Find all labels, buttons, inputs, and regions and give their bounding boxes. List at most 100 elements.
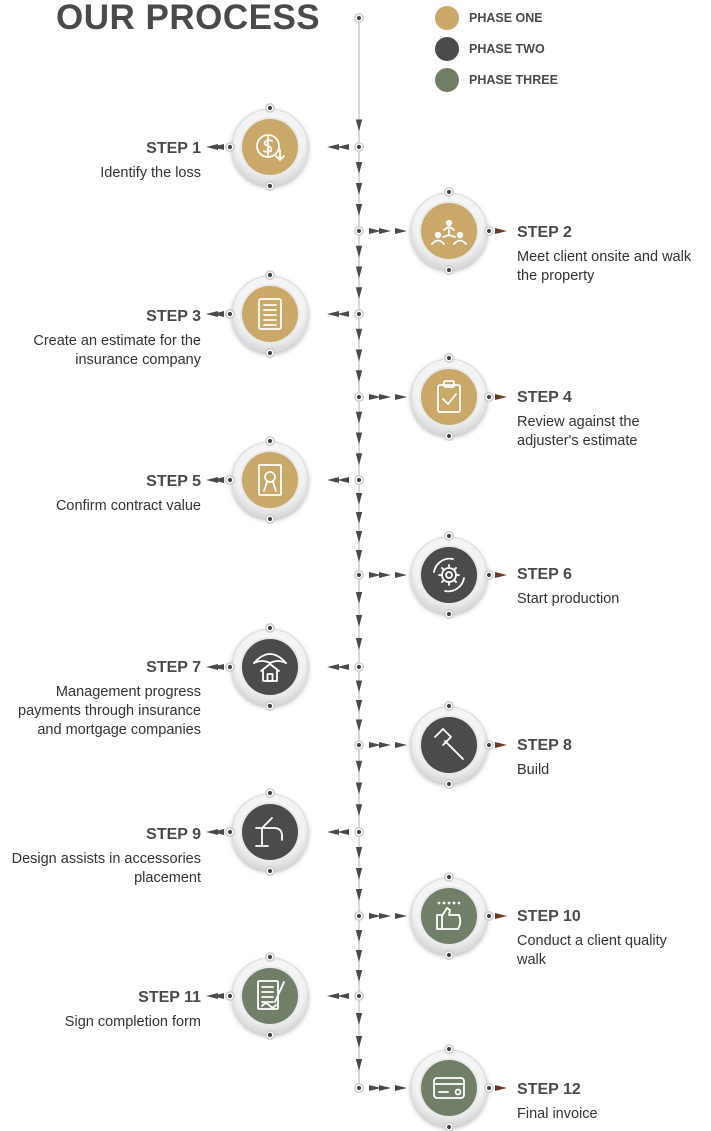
arrow-left-icon [206,664,218,670]
arrow-down-icon [355,592,363,604]
house-umbrella-icon [253,653,287,682]
connector-dot-core [356,477,362,483]
arrow-left-icon [327,477,339,483]
connector-dot-core [486,1085,492,1091]
arrow-left-icon [206,144,218,150]
step-label: STEP 1 [146,140,201,157]
arrow-right-icon [495,742,507,748]
legend-swatch-phase-one [435,6,459,30]
connector-dot-core [267,625,273,631]
arrow-down-icon [355,847,363,859]
connector-dot-core [446,533,452,539]
step-description: Create an estimate for the insurance com… [33,333,201,368]
arrow-down-icon [355,512,363,524]
arrow-left-icon [337,311,349,317]
arrow-right-icon [369,742,381,748]
step-description: Management progress payments through ins… [18,684,201,738]
step-node-5 [206,436,309,524]
arrow-right-icon [395,1085,407,1091]
connector-dot-core [267,516,273,522]
legend-swatch-phase-three [435,68,459,92]
arrow-left-icon [337,477,349,483]
step-node-12 [410,1044,507,1131]
arrow-down-icon [355,162,363,174]
step-node-7 [206,623,309,711]
step-badge [421,1060,477,1116]
connector-dot-core [486,228,492,234]
connector-dot-core [356,993,362,999]
arrow-left-icon [206,311,218,317]
arrow-left-icon [337,664,349,670]
arrow-down-icon [355,550,363,562]
arrow-left-icon [327,311,339,317]
arrow-down-icon [355,349,363,362]
step-badge [242,452,298,508]
step-description: Conduct a client quality walk [517,933,667,968]
people-network-icon [431,219,467,245]
connector-dot-core [446,189,452,195]
connector-dot-core [356,829,362,835]
arrow-left-icon [206,477,218,483]
step-label: STEP 10 [517,908,581,925]
step-12-text: STEP 12 Final invoice [517,1081,707,1124]
step-9-text: STEP 9 Design assists in accessories pla… [11,826,201,888]
arrow-right-icon [395,742,407,748]
legend-swatch-phase-two [435,37,459,61]
connector-dot-core [446,1124,452,1130]
hammer-icon [434,728,464,760]
connector-dot-core [446,355,452,361]
step-badge [421,888,477,944]
faucet-icon [255,817,283,847]
step-label: STEP 9 [146,826,201,843]
arrow-right-icon [395,394,407,400]
step-description: Review against the adjuster's estimate [517,414,640,449]
arrow-down-icon [355,930,363,942]
credit-card-icon [433,1077,465,1099]
arrow-down-icon [355,615,363,627]
clipboard-check-icon [437,380,461,413]
step-5-text: STEP 5 Confirm contract value [1,473,201,516]
connector-dot-core [356,742,362,748]
step-label: STEP 11 [138,989,201,1006]
arrow-right-icon [495,572,507,578]
connector-dot-core [356,394,362,400]
step-badge [242,804,298,860]
arrow-down-icon [355,782,363,795]
connector-dot-core [446,874,452,880]
step-description: Build [517,762,550,778]
step-node-11 [206,952,309,1040]
connector-dot-core [486,913,492,919]
connector-dot-core [356,572,362,578]
step-label: STEP 6 [517,566,572,583]
connector-dot-core [356,1085,362,1091]
connector-dot-core [446,703,452,709]
legend-label: PHASE THREE [469,73,558,87]
arrow-left-icon [327,144,339,150]
connector-dot-core [227,829,233,835]
connector-dot-core [267,868,273,874]
arrow-left-icon [337,829,349,835]
dollar-refund-icon [256,134,285,161]
arrow-down-icon [355,638,363,650]
arrow-right-icon [379,572,391,578]
step-1-text: STEP 1 Identify the loss [11,140,201,183]
step-badge [242,286,298,342]
connector-dot-core [356,144,362,150]
legend-label: PHASE TWO [469,42,545,56]
connector-dot-core [267,703,273,709]
sign-form-icon [257,980,285,1010]
connector-dot-core [356,913,362,919]
arrow-down-icon [355,432,363,445]
arrow-down-icon [355,493,363,505]
connector-dot-core [267,272,273,278]
connector-dot-core [267,1032,273,1038]
arrow-right-icon [379,913,391,919]
connector-dot-core [227,477,233,483]
arrow-right-icon [369,394,381,400]
arrow-right-icon [495,913,507,919]
arrow-left-icon [337,144,349,150]
arrow-right-icon [369,228,381,234]
step-7-text: STEP 7 Management progress payments thro… [11,659,201,740]
connector-dot-core [267,105,273,111]
arrow-right-icon [395,572,407,578]
